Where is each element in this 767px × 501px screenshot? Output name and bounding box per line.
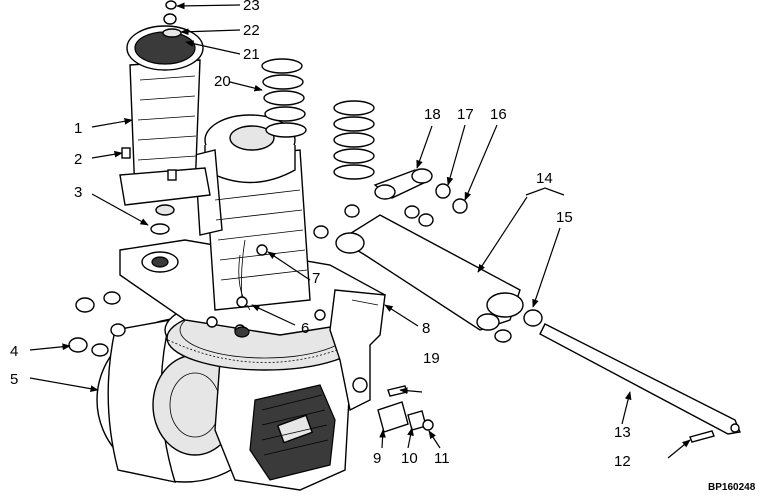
callout-3: 3 — [74, 184, 82, 201]
figure-code: BP160248 — [708, 482, 756, 493]
callout-12: 12 — [614, 453, 631, 470]
callout-10: 10 — [401, 450, 418, 467]
o-ring — [150, 223, 170, 235]
bushing — [523, 309, 543, 327]
gearbox-housing — [214, 339, 351, 491]
callout-1: 1 — [74, 120, 82, 137]
callout-8: 8 — [422, 320, 430, 337]
bracket-pin-kit — [377, 385, 434, 433]
long-link-arm — [335, 214, 524, 343]
long-pin — [539, 323, 741, 435]
link-bushings — [313, 204, 434, 239]
callout-4: 4 — [10, 343, 18, 360]
spring-right — [333, 100, 375, 180]
traction-motor — [194, 114, 311, 311]
callout-17: 17 — [457, 106, 474, 123]
wheel-nuts — [68, 291, 126, 357]
callout-21: 21 — [243, 46, 260, 63]
short-link-arm — [373, 168, 468, 214]
callout-18: 18 — [424, 106, 441, 123]
callout-20: 20 — [214, 73, 231, 90]
leader-lines — [29, 2, 691, 459]
steering-motor — [119, 25, 211, 216]
callout-19: 19 — [423, 350, 440, 367]
callout-13: 13 — [614, 424, 631, 441]
callout-16: 16 — [490, 106, 507, 123]
callout-7: 7 — [312, 270, 320, 287]
spring-left — [261, 58, 307, 138]
callout-9: 9 — [373, 450, 381, 467]
callout-11: 11 — [434, 450, 450, 467]
callout-15: 15 — [556, 209, 573, 226]
sensor-wires — [234, 239, 268, 338]
callout-labels: 1 2 3 4 5 6 7 8 9 10 11 12 13 14 15 16 1… — [10, 0, 631, 470]
callout-2: 2 — [74, 151, 82, 168]
top-fasteners — [162, 0, 182, 38]
callout-23: 23 — [243, 0, 260, 14]
callout-22: 22 — [243, 22, 260, 39]
steering-bracket — [329, 289, 386, 412]
callout-5: 5 — [10, 371, 18, 388]
callout-6: 6 — [301, 320, 309, 337]
roll-pin — [689, 430, 715, 443]
callout-14: 14 — [536, 170, 553, 187]
